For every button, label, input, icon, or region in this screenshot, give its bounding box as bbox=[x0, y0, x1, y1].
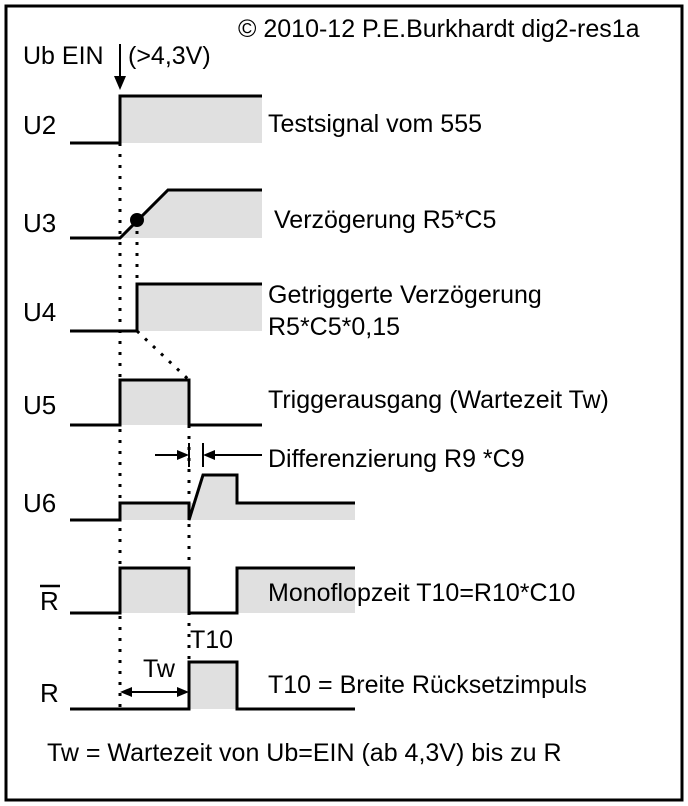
u5-description: Triggerausgang (Wartezeit Tw) bbox=[268, 386, 609, 414]
u4-description-line2: R5*C5*0,15 bbox=[268, 313, 400, 341]
u5-waveform bbox=[70, 378, 262, 427]
rbar-label: R bbox=[40, 586, 59, 616]
u6-description: Differenzierung R9 *C9 bbox=[268, 445, 525, 473]
r-label: R bbox=[40, 678, 59, 708]
power-on-arrow-head bbox=[114, 76, 126, 90]
r-description: T10 = Breite Rücksetzimpuls bbox=[268, 671, 587, 699]
u6-label: U6 bbox=[23, 488, 56, 518]
u2-description: Testsignal vom 555 bbox=[268, 110, 482, 138]
r-shade bbox=[189, 662, 237, 709]
u4-waveform bbox=[70, 282, 262, 333]
tw-label: Tw bbox=[143, 655, 176, 683]
u4-shade bbox=[137, 284, 262, 331]
guide-u4-to-u5 bbox=[135, 329, 191, 382]
u5-label: U5 bbox=[23, 390, 56, 420]
u5-shade bbox=[120, 380, 189, 425]
u4-description-line1: Getriggerte Verzögerung bbox=[268, 281, 542, 309]
footer-text: Tw = Wartezeit von Ub=EIN (ab 4,3V) bis … bbox=[47, 739, 562, 767]
t10-label: T10 bbox=[190, 626, 233, 654]
tw-arrowhead-right bbox=[177, 687, 189, 697]
u4-label: U4 bbox=[23, 297, 56, 327]
u6-dim-arrowhead-right bbox=[203, 450, 215, 460]
u2-shade bbox=[120, 96, 262, 143]
u3-shade bbox=[120, 190, 262, 238]
power-on-label: Ub EIN bbox=[23, 42, 104, 70]
tw-arrowhead-left bbox=[120, 687, 132, 697]
rbar-shade-1 bbox=[120, 568, 189, 613]
copyright-text: © 2010-12 P.E.Burkhardt dig2-res1a bbox=[238, 15, 640, 43]
power-on-threshold: (>4,3V) bbox=[128, 42, 211, 70]
u6-dim-arrowhead-left bbox=[177, 450, 189, 460]
u6-waveform bbox=[70, 473, 355, 522]
rbar-description: Monoflopzeit T10=R10*C10 bbox=[268, 579, 575, 607]
u3-label: U3 bbox=[23, 208, 56, 238]
u6-shade-low bbox=[120, 503, 355, 520]
diagram-frame bbox=[4, 4, 684, 802]
u2-label: U2 bbox=[23, 110, 56, 140]
u3-waveform bbox=[70, 188, 262, 240]
u3-description: Verzögerung R5*C5 bbox=[274, 206, 496, 234]
r-waveform bbox=[70, 660, 355, 711]
rbar-shade-2 bbox=[237, 568, 355, 613]
u2-waveform bbox=[70, 94, 262, 145]
